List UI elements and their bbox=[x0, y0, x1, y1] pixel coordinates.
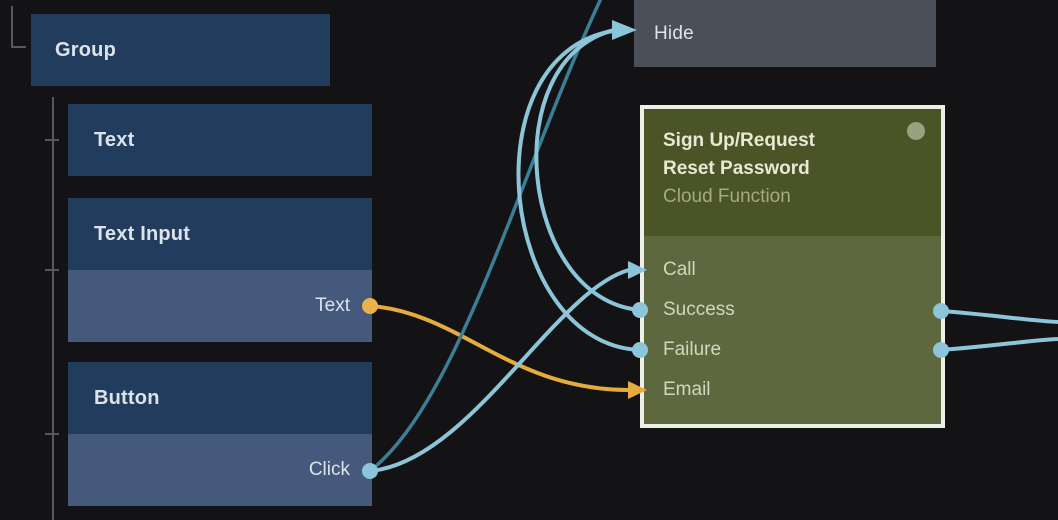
connection-success-to-hide[interactable] bbox=[534, 28, 641, 312]
node-text-label: Text bbox=[94, 128, 135, 151]
node-group[interactable]: Group bbox=[31, 14, 330, 86]
connection-text-to-email[interactable] bbox=[369, 304, 630, 392]
port-call-label: Call bbox=[663, 259, 696, 280]
port-row-call[interactable]: Call bbox=[644, 250, 941, 290]
tree-tick-button bbox=[45, 433, 59, 435]
node-hide[interactable]: Hide bbox=[634, 0, 936, 67]
cloud-function-ports: Call Success Failure Email bbox=[644, 236, 941, 410]
connection-click-to-offscreen-top[interactable] bbox=[368, 0, 604, 473]
node-text[interactable]: Text bbox=[68, 104, 372, 176]
cloud-function-subtitle: Cloud Function bbox=[663, 186, 791, 207]
node-group-label: Group bbox=[55, 38, 116, 61]
connection-failure-to-hide[interactable] bbox=[516, 29, 641, 352]
connection-click-to-call[interactable] bbox=[369, 268, 630, 473]
port-success-label: Success bbox=[663, 299, 735, 320]
tree-guide-vertical bbox=[52, 97, 54, 520]
port-row-failure[interactable]: Failure bbox=[644, 330, 941, 370]
port-click-output-label: Click bbox=[308, 459, 350, 480]
tree-connector-horizontal-top bbox=[11, 46, 26, 48]
port-row-click-output[interactable]: Click bbox=[68, 434, 372, 506]
status-dot-icon bbox=[907, 122, 925, 140]
port-text-output-label: Text bbox=[315, 295, 350, 316]
cloud-function-title-line1: Sign Up/Request bbox=[663, 130, 816, 151]
node-button-label: Button bbox=[94, 386, 160, 409]
port-email-label: Email bbox=[663, 379, 711, 400]
node-hide-label: Hide bbox=[654, 22, 694, 44]
cloud-function-title-line2: Reset Password bbox=[663, 158, 810, 179]
cloud-function-header: Sign Up/Request Reset Password Cloud Fun… bbox=[644, 109, 941, 236]
tree-tick-text bbox=[45, 139, 59, 141]
node-text-input[interactable]: Text Input Text bbox=[68, 198, 372, 342]
port-row-text-output[interactable]: Text bbox=[68, 270, 372, 342]
port-failure-label: Failure bbox=[663, 339, 722, 360]
tree-connector-vertical-top bbox=[11, 6, 13, 48]
node-button[interactable]: Button Click bbox=[68, 362, 372, 506]
port-row-success[interactable]: Success bbox=[644, 290, 941, 330]
node-text-input-label: Text Input bbox=[94, 222, 191, 245]
connection-failure-to-offscreen-right[interactable] bbox=[940, 337, 1058, 352]
tree-tick-text-input bbox=[45, 269, 59, 271]
port-row-email[interactable]: Email bbox=[644, 370, 941, 410]
connection-success-to-offscreen-right[interactable] bbox=[940, 309, 1058, 324]
node-cloud-function[interactable]: Sign Up/Request Reset Password Cloud Fun… bbox=[640, 105, 945, 428]
